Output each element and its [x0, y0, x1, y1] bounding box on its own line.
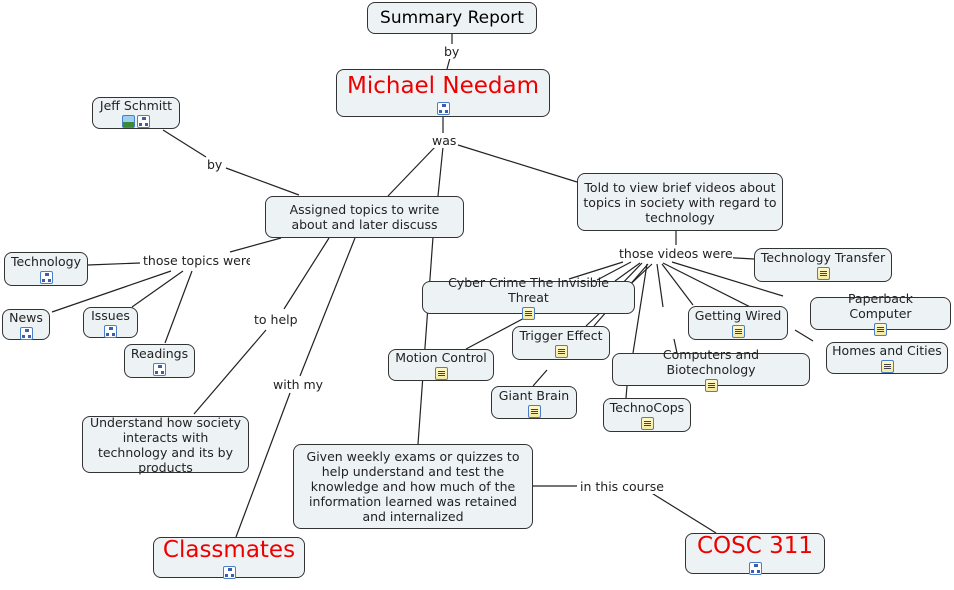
link-label-to-help[interactable]: to help	[253, 312, 299, 327]
link-label-by-jeff[interactable]: by	[206, 157, 224, 172]
document-icon[interactable]	[874, 323, 887, 336]
link-label-in-this-course[interactable]: in this course	[579, 479, 665, 494]
concept-map-icon[interactable]	[19, 326, 33, 340]
concept-label: Told to view brief videos about topics i…	[583, 179, 777, 225]
document-icon[interactable]	[522, 307, 535, 320]
concept-given-weekly-exams[interactable]: Given weekly exams or quizzes to help un…	[293, 444, 533, 529]
link-label-was[interactable]: was	[431, 133, 458, 148]
concept-understand-society[interactable]: Understand how society interacts with te…	[82, 414, 249, 475]
document-icon[interactable]	[816, 267, 830, 280]
concept-assigned-topics[interactable]: Assigned topics to write about and later…	[265, 196, 464, 238]
concept-label: TechnoCops	[609, 400, 685, 415]
concept-classmates[interactable]: Classmates	[153, 537, 305, 579]
document-icon[interactable]	[527, 404, 541, 418]
concept-readings[interactable]: Readings	[124, 344, 195, 378]
link-label-those-topics-were[interactable]: those topics were	[142, 253, 250, 268]
concept-label: News	[9, 309, 43, 325]
concept-label: Understand how society interacts with te…	[89, 414, 241, 475]
document-icon[interactable]	[554, 345, 568, 358]
document-icon[interactable]	[704, 379, 718, 392]
concept-technology-transfer[interactable]: Technology Transfer	[754, 248, 892, 282]
link-label-with-my[interactable]: with my	[272, 377, 325, 392]
concept-label: Jeff Schmitt	[99, 98, 173, 113]
concept-label: Homes and Cities	[832, 343, 942, 358]
concept-label: Michael Needam	[346, 72, 539, 99]
document-icon[interactable]	[640, 417, 654, 430]
link-label-by[interactable]: by	[443, 44, 461, 59]
concept-label: Summary Report	[380, 8, 524, 28]
concept-getting-wired[interactable]: Getting Wired	[688, 306, 788, 340]
concept-map-icon[interactable]	[137, 115, 150, 128]
concept-news[interactable]: News	[2, 309, 50, 340]
concept-label: Given weekly exams or quizzes to help un…	[306, 449, 520, 524]
concept-summary-report[interactable]: Summary Report	[367, 2, 537, 34]
concept-cosc-311[interactable]: COSC 311	[685, 533, 825, 575]
concept-map-icon[interactable]	[153, 363, 166, 376]
concept-label: COSC 311	[696, 533, 814, 559]
concept-homes-cities[interactable]: Homes and Cities	[826, 342, 948, 374]
concept-label: Readings	[130, 346, 189, 361]
concept-map-icon[interactable]	[748, 562, 762, 575]
concept-michael-needam[interactable]: Michael Needam	[336, 69, 550, 117]
concept-computers-biotechnology[interactable]: Computers and Biotechnology	[612, 347, 810, 392]
document-icon[interactable]	[880, 360, 894, 373]
concept-technology[interactable]: Technology	[4, 252, 88, 286]
document-icon[interactable]	[731, 325, 745, 338]
concept-label: Paperback Computer	[847, 291, 914, 321]
concept-told-to-view[interactable]: Told to view brief videos about topics i…	[577, 173, 783, 231]
concept-label: Trigger Effect	[519, 328, 603, 343]
document-icon[interactable]	[434, 367, 448, 380]
concept-motion-control[interactable]: Motion Control	[388, 349, 494, 381]
concept-cyber-crime[interactable]: Cyber Crime The Invisible Threat	[422, 275, 635, 320]
concept-map-icon[interactable]	[436, 101, 450, 115]
link-label-those-videos-were[interactable]: those videos were	[618, 246, 733, 261]
concept-label: Classmates	[162, 537, 296, 563]
concept-label: Technology	[10, 254, 82, 269]
concept-issues[interactable]: Issues	[83, 307, 138, 338]
concept-technocops[interactable]: TechnoCops	[603, 398, 691, 432]
concept-label: Getting Wired	[694, 308, 782, 323]
concept-giant-brain[interactable]: Giant Brain	[491, 386, 577, 419]
concept-label: Issues	[91, 307, 130, 323]
concept-trigger-effect[interactable]: Trigger Effect	[512, 326, 610, 360]
concept-label: Motion Control	[395, 350, 487, 365]
concept-map-icon[interactable]	[222, 566, 236, 579]
image-icon[interactable]	[122, 115, 135, 128]
concept-map-icon[interactable]	[39, 271, 53, 284]
concept-map-icon[interactable]	[104, 324, 117, 338]
concept-label: Giant Brain	[498, 387, 570, 403]
concept-paperback-computer[interactable]: Paperback Computer	[810, 291, 951, 336]
concept-label: Assigned topics to write about and later…	[289, 202, 440, 232]
concept-jeff-schmitt[interactable]: Jeff Schmitt	[92, 97, 180, 129]
concept-label: Technology Transfer	[760, 250, 886, 265]
concept-label: Cyber Crime The Invisible Threat	[448, 275, 609, 305]
concept-label: Computers and Biotechnology	[662, 347, 760, 377]
